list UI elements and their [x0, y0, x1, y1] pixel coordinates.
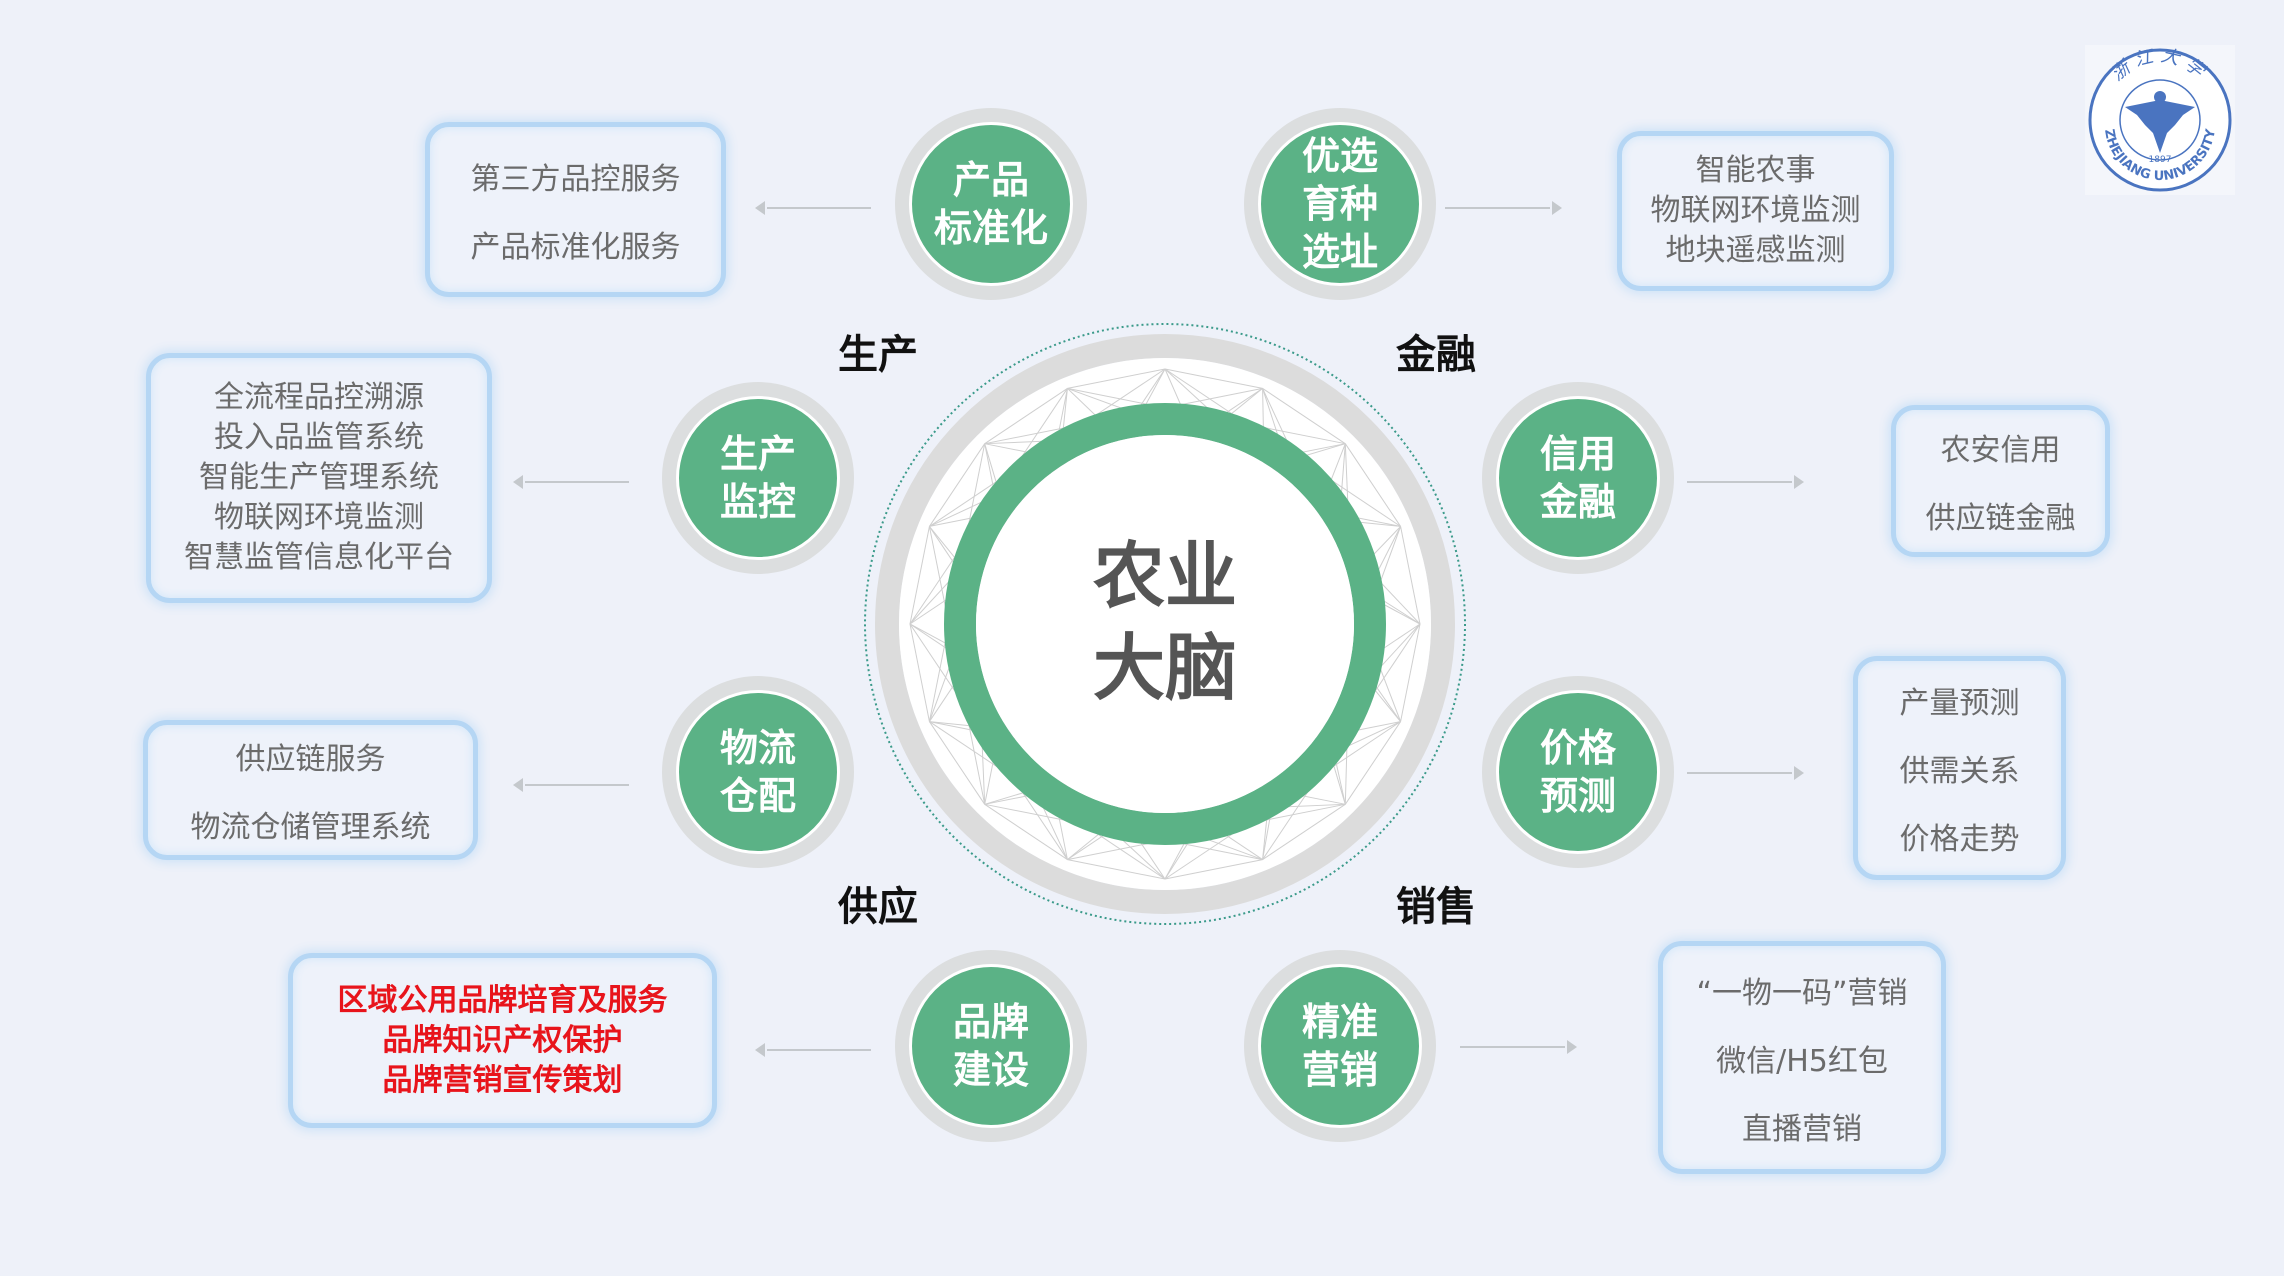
- box-item: 地块遥感监测: [1665, 233, 1846, 268]
- box-item: 投入品监管系统: [214, 420, 424, 455]
- dotted-outer-ring: [864, 323, 1466, 925]
- logo-year: 1897: [2149, 155, 2172, 165]
- mesh-line: [1067, 368, 1166, 389]
- node-label: 品牌: [952, 1000, 1029, 1044]
- node-label: 优选: [1301, 134, 1378, 178]
- arrow-right: [1460, 1040, 1577, 1054]
- mesh-line: [984, 803, 1068, 861]
- box-marketing: “一物一码”营销 微信/H5红包 直播营销: [1658, 941, 1946, 1174]
- mesh-line: [1344, 443, 1402, 527]
- zhejiang-university-logo: ZHEJIANG UNIVERSITY 浙江大学 1897: [2085, 45, 2235, 195]
- box-item: “一物一码”营销: [1696, 975, 1908, 1011]
- arrow-right: [1687, 766, 1804, 780]
- green-ring: [944, 403, 1386, 845]
- box-item: 物联网环境监测: [1650, 193, 1861, 228]
- node-label: 物流: [719, 726, 796, 770]
- section-finance: 金融: [1396, 332, 1476, 378]
- node-label: 产品: [952, 158, 1029, 202]
- node-breeding[interactable]: 优选育种选址: [1244, 108, 1436, 300]
- node-label: 育种: [1301, 182, 1378, 226]
- node-brand[interactable]: 品牌建设: [895, 950, 1087, 1142]
- gray-ring: [875, 334, 1455, 914]
- box-logistics: 供应链服务 物流仓储管理系统: [143, 720, 478, 860]
- mesh-line: [984, 387, 1068, 445]
- box-production-monitor: 全流程品控溯源 投入品监管系统 智能生产管理系统 物联网环境监测 智慧监管信息化…: [146, 353, 492, 603]
- box-item: 品牌知识产权保护: [382, 1022, 623, 1058]
- node-production-monitor[interactable]: 生产监控: [662, 382, 854, 574]
- section-supply: 供应: [838, 884, 918, 930]
- mesh-line: [928, 443, 986, 527]
- box-item: 区域公用品牌培育及服务: [337, 982, 668, 1018]
- arrow-left: [755, 1043, 871, 1057]
- center-title-line2: 大脑: [1092, 626, 1237, 710]
- mesh-line: [909, 623, 930, 722]
- box-item: 微信/H5红包: [1716, 1043, 1888, 1079]
- mesh-line: [1262, 387, 1346, 445]
- box-item: 供需关系: [1899, 754, 2020, 789]
- node-label: 精准: [1301, 1000, 1378, 1044]
- mesh-line: [928, 721, 986, 805]
- box-item: 全流程品控溯源: [214, 380, 424, 415]
- node-label: 监控: [719, 480, 796, 524]
- box-item: 供应链服务: [235, 742, 386, 777]
- mesh-line: [1164, 859, 1263, 880]
- mesh-line: [1344, 721, 1402, 805]
- box-brand: 区域公用品牌培育及服务 品牌知识产权保护 品牌营销宣传策划: [288, 953, 717, 1128]
- box-item: 价格走势: [1899, 822, 2020, 857]
- mesh-line: [1067, 859, 1166, 880]
- mesh-line: [1400, 526, 1421, 625]
- box-item: 农安信用: [1940, 433, 2061, 468]
- node-label: 价格: [1539, 726, 1616, 770]
- node-label: 仓配: [719, 774, 796, 818]
- box-breeding: 智能农事 物联网环境监测 地块遥感监测: [1617, 131, 1894, 291]
- arrow-right: [1687, 475, 1804, 489]
- box-item: 物联网环境监测: [214, 500, 424, 535]
- box-item: 物流仓储管理系统: [190, 810, 431, 845]
- node-label: 营销: [1301, 1048, 1378, 1092]
- node-product-standard[interactable]: 产品标准化: [895, 108, 1087, 300]
- node-label: 预测: [1539, 774, 1616, 818]
- center-title: 农业 大脑: [1065, 530, 1265, 714]
- node-label: 信用: [1539, 432, 1616, 476]
- node-label: 金融: [1539, 480, 1616, 524]
- box-product-standard: 第三方品控服务 产品标准化服务: [425, 122, 726, 297]
- arrow-left: [513, 475, 629, 489]
- box-item: 品牌营销宣传策划: [382, 1062, 623, 1098]
- node-label: 建设: [952, 1048, 1029, 1092]
- box-item: 供应链金融: [1925, 501, 2076, 536]
- mesh-line: [1262, 803, 1346, 861]
- box-price-forecast: 产量预测 供需关系 价格走势: [1853, 656, 2066, 880]
- eagle-icon: [2125, 100, 2195, 153]
- arrow-left: [513, 778, 629, 792]
- node-label: 标准化: [933, 206, 1048, 250]
- box-item: 直播营销: [1742, 1111, 1862, 1147]
- mesh-line: [1164, 368, 1263, 389]
- box-item: 产品标准化服务: [470, 229, 681, 265]
- box-item: 智能农事: [1695, 153, 1816, 188]
- section-production: 生产: [838, 332, 918, 378]
- section-sales: 销售: [1396, 884, 1476, 930]
- inner-disc: [976, 435, 1354, 813]
- center-title-line1: 农业: [1092, 534, 1237, 618]
- node-price-forecast[interactable]: 价格预测: [1482, 676, 1674, 868]
- box-item: 产量预测: [1899, 686, 2020, 721]
- box-credit-finance: 农安信用 供应链金融: [1891, 405, 2110, 557]
- node-logistics[interactable]: 物流仓配: [662, 676, 854, 868]
- node-marketing[interactable]: 精准营销: [1244, 950, 1436, 1142]
- arrow-left: [755, 201, 871, 215]
- node-label: 选址: [1301, 230, 1378, 274]
- arrow-right: [1445, 201, 1562, 215]
- box-item: 第三方品控服务: [470, 161, 681, 197]
- node-credit-finance[interactable]: 信用金融: [1482, 382, 1674, 574]
- box-item: 智慧监管信息化平台: [184, 540, 454, 575]
- mesh-line: [909, 526, 930, 625]
- mesh-line: [1400, 623, 1421, 722]
- node-label: 生产: [719, 432, 796, 476]
- box-item: 智能生产管理系统: [199, 460, 439, 495]
